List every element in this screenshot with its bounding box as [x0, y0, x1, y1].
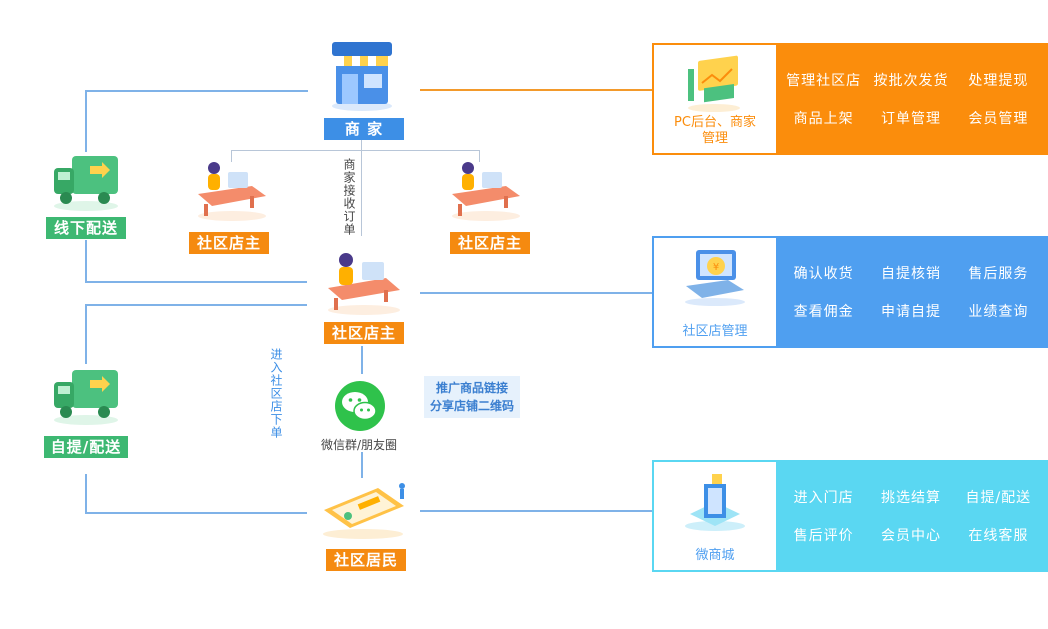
- panel-item: 申请自提: [880, 304, 941, 320]
- panel-item: 挑选结算: [880, 490, 941, 506]
- panel-micro-mall-left: 微商城: [654, 462, 776, 570]
- promo-line-2: 分享店铺二维码: [430, 399, 515, 413]
- panel-micro-mall-items: 进入门店 挑选结算 自提/配送 售后评价 会员中心 在线客服: [776, 462, 1046, 570]
- wechat-icon: [334, 380, 386, 432]
- offline-loop-vertical: [85, 90, 87, 152]
- panel-item: 进入门店: [793, 490, 854, 506]
- wechat-label: 微信群/朋友圈: [321, 438, 398, 452]
- offline-loop-vertical-bottom: [85, 240, 87, 282]
- panel-pc-backend-items: 管理社区店 按批次发货 处理提现 商品上架 订单管理 会员管理: [776, 45, 1046, 153]
- offline-to-owner-connector: [85, 281, 307, 283]
- panel-item: 确认收货: [793, 266, 854, 282]
- panel-item: 业绩查询: [968, 304, 1029, 320]
- panel-item: 自提/配送: [965, 490, 1032, 506]
- desk-worker-icon: [448, 156, 524, 222]
- merchant-left-connector: [86, 90, 308, 92]
- merchant-branch-right: [479, 150, 480, 162]
- enter-store-order-label: 进入社区店下单: [269, 348, 283, 439]
- panel-item: 处理提现: [968, 73, 1029, 89]
- panel-item: 会员管理: [968, 111, 1029, 127]
- truck-icon: [50, 364, 122, 426]
- panel-micro-mall-caption: 微商城: [695, 548, 735, 563]
- owner-panel2-connector: [420, 292, 652, 294]
- residents-label: 社区居民: [326, 549, 406, 571]
- panel-item: 售后评价: [793, 528, 854, 544]
- pickup-loop-top: [85, 304, 307, 306]
- laptop-coin-icon: ¥: [682, 246, 748, 308]
- panel-pc-backend-caption: PC后台、商家管理: [674, 115, 756, 146]
- pickup-loop-vertical: [85, 304, 87, 364]
- building-icon: [682, 468, 748, 534]
- offline-delivery-label: 线下配送: [46, 217, 126, 239]
- merchant-to-owner-vertical: [361, 140, 362, 236]
- panel-micro-mall: 微商城 进入门店 挑选结算 自提/配送 售后评价 会员中心 在线客服: [652, 460, 1048, 572]
- merchant-branch-left: [231, 150, 232, 162]
- pickup-loop-vertical-bottom: [85, 474, 87, 514]
- svg-text:¥: ¥: [713, 262, 719, 273]
- community-owner-center-label: 社区店主: [324, 322, 404, 344]
- panel-pc-backend: PC后台、商家管理 管理社区店 按批次发货 处理提现 商品上架 订单管理 会员管…: [652, 43, 1048, 155]
- panel-item: 自提核销: [880, 266, 941, 282]
- panel-item: 在线客服: [968, 528, 1029, 544]
- panel-community-store-caption: 社区店管理: [682, 324, 748, 339]
- panel-item: 按批次发货: [873, 73, 949, 89]
- truck-icon: [50, 150, 122, 212]
- panel-item: 订单管理: [880, 111, 941, 127]
- merchant-panel1-connector: [420, 89, 652, 91]
- panel-pc-backend-left: PC后台、商家管理: [654, 45, 776, 153]
- panel-item: 会员中心: [880, 528, 941, 544]
- desk-worker-icon: [324, 248, 404, 316]
- panel-community-store: ¥ 社区店管理 确认收货 自提核销 售后服务 查看佣金 申请自提 业绩查询: [652, 236, 1048, 348]
- panel-community-store-left: ¥ 社区店管理: [654, 238, 776, 346]
- pickup-delivery-label: 自提/配送: [44, 436, 128, 458]
- owner-to-wechat-connector: [361, 346, 363, 374]
- pickup-loop-bottom: [85, 512, 307, 514]
- merchant-label: 商 家: [324, 118, 404, 140]
- residents-panel3-connector: [420, 510, 652, 512]
- panel-item: 查看佣金: [793, 304, 854, 320]
- dashboard-icon: [684, 53, 744, 113]
- panel-item: 售后服务: [968, 266, 1029, 282]
- wechat-to-residents-connector: [361, 452, 363, 478]
- panel-item: 商品上架: [793, 111, 854, 127]
- panel-item: 管理社区店: [786, 73, 862, 89]
- panel-community-store-items: 确认收货 自提核销 售后服务 查看佣金 申请自提 业绩查询: [776, 238, 1046, 346]
- desk-worker-icon: [194, 156, 270, 222]
- promo-box: 推广商品链接 分享店铺二维码: [424, 376, 521, 418]
- phone-app-icon: [318, 474, 408, 540]
- merchant-receive-order-label: 商家接收订单: [342, 158, 356, 236]
- community-owner-left-label: 社区店主: [189, 232, 269, 254]
- community-owner-right-label: 社区店主: [450, 232, 530, 254]
- merchant-branch-horizontal: [231, 150, 480, 151]
- shop-icon: [326, 32, 398, 112]
- promo-line-1: 推广商品链接: [436, 381, 509, 395]
